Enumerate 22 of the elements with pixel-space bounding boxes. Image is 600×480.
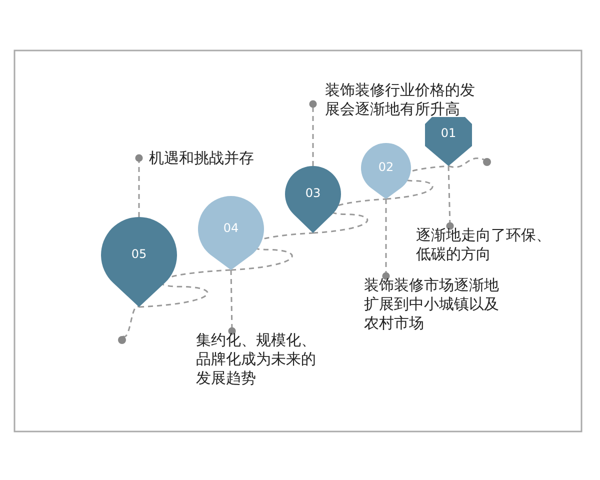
leader-line bbox=[228, 270, 236, 335]
pin-marker: 01 bbox=[425, 117, 472, 166]
dashed-path bbox=[448, 158, 484, 168]
pin-marker: 04 bbox=[198, 196, 264, 270]
leader-line bbox=[382, 199, 390, 280]
dashed-path bbox=[138, 269, 232, 308]
pin-marker: 02 bbox=[361, 143, 411, 199]
leader-line bbox=[309, 100, 317, 166]
dot-marker bbox=[118, 336, 126, 344]
note-text: 逐渐地走向了环保、低碳的方向 bbox=[416, 226, 556, 264]
note-text: 集约化、规模化、品牌化成为未来的发展趋势 bbox=[196, 331, 320, 388]
pin-marker: 05 bbox=[101, 217, 177, 307]
dashed-path bbox=[230, 232, 314, 271]
dashed-path bbox=[312, 198, 386, 234]
dashed-path bbox=[122, 306, 140, 338]
pin-marker: 03 bbox=[285, 166, 341, 233]
note-text: 装饰装修行业价格的发展会逐渐地有所升高 bbox=[313, 81, 480, 119]
leader-line bbox=[135, 154, 143, 217]
note-text: 机遇和挑战并存 bbox=[139, 149, 254, 168]
leader-line bbox=[446, 166, 454, 230]
dot-marker bbox=[483, 158, 491, 166]
note-text: 装饰装修市场逐渐地扩展到中小城镇以及农村市场 bbox=[364, 276, 504, 333]
